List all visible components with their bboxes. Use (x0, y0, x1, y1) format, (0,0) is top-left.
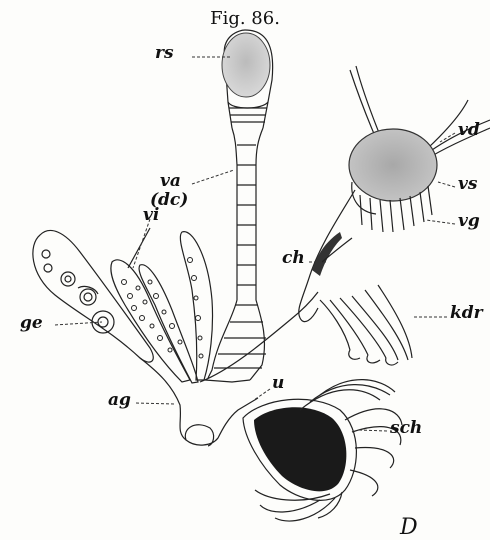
vitellaria (111, 228, 213, 383)
label-vd: vd (458, 122, 480, 139)
label-va: va (160, 173, 181, 190)
label-vs: vs (458, 176, 477, 193)
label-vi: vi (143, 207, 159, 224)
atrium-genitale (140, 358, 258, 446)
label-ge: ge (20, 315, 43, 332)
male-apparatus (200, 66, 490, 382)
label-ch: ch (282, 250, 305, 267)
label-u: u (272, 375, 284, 392)
panel-letter: D (400, 515, 418, 540)
receptaculum-seminis (222, 30, 273, 128)
label-ag: ag (108, 392, 131, 409)
vagina-duct (208, 128, 266, 380)
germarium (33, 230, 153, 362)
label-leaders (55, 57, 455, 431)
figure-title: Fig. 86. (0, 8, 490, 29)
label-sch: sch (390, 420, 422, 437)
egg (243, 399, 356, 500)
label-kdr: kdr (450, 305, 483, 322)
label-vg: vg (458, 213, 480, 230)
label-rs: rs (155, 45, 174, 62)
